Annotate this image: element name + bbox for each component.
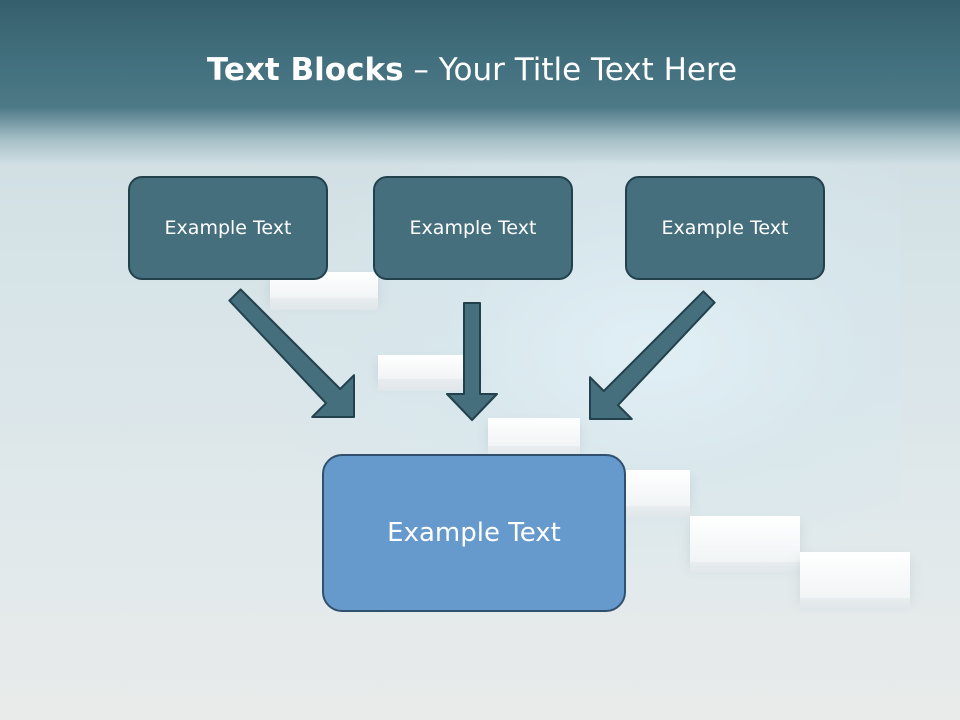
- text-block-3[interactable]: Example Text: [625, 176, 825, 280]
- stair-step-5: [690, 516, 800, 574]
- arrow-center-icon: [446, 302, 498, 421]
- header-band: [0, 0, 960, 165]
- title-rest-part: Your Title Text Here: [438, 52, 738, 88]
- main-text-block-label: Example Text: [387, 518, 561, 548]
- title-dash: –: [413, 52, 429, 88]
- floor: [0, 598, 960, 720]
- text-block-1-label: Example Text: [164, 217, 292, 239]
- text-block-3-label: Example Text: [661, 217, 789, 239]
- arrow-left-icon: [228, 288, 355, 418]
- text-block-1[interactable]: Example Text: [128, 176, 328, 280]
- main-text-block[interactable]: Example Text: [322, 454, 626, 612]
- text-block-2-label: Example Text: [409, 217, 537, 239]
- slide-title: Text Blocks – Your Title Text Here: [0, 52, 944, 88]
- stair-step-2: [378, 355, 476, 391]
- stair-step-6: [800, 552, 910, 610]
- text-block-2[interactable]: Example Text: [373, 176, 573, 280]
- title-bold-part: Text Blocks: [206, 52, 404, 88]
- arrow-right-icon: [589, 290, 716, 420]
